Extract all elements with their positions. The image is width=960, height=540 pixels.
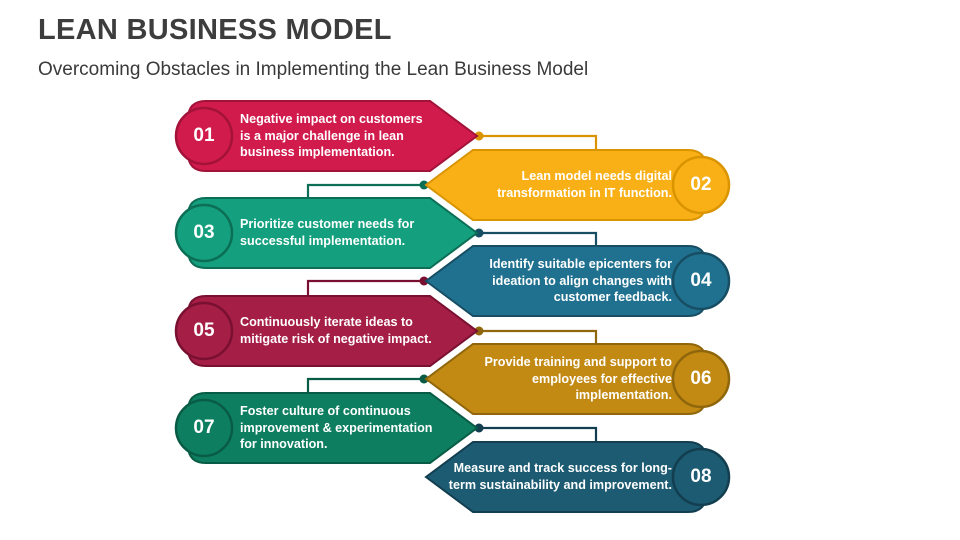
- step-number-08: 08: [690, 466, 712, 487]
- step-circle-03: [174, 203, 234, 263]
- connector-dot-03: [474, 228, 484, 238]
- connector-05-06: [479, 329, 598, 347]
- step-number-01: 01: [193, 125, 215, 146]
- banner-text-01: Negative impact on customers is a major …: [240, 111, 423, 160]
- banner-text-02: Lean model needs digital transformation …: [497, 169, 672, 200]
- connector-dot-06: [419, 374, 429, 384]
- connector-dot-01: [474, 131, 484, 141]
- connector-06-07: [306, 377, 424, 396]
- banner-text-03: Prioritize customer needs for successful…: [240, 217, 415, 248]
- connector-01-02: [479, 134, 598, 153]
- connector-04-05: [306, 279, 424, 299]
- connector-02-03: [306, 183, 424, 201]
- step-circle-01: [174, 106, 234, 166]
- step-circle-02: [671, 155, 731, 215]
- step-number-04: 04: [690, 270, 712, 291]
- banner-text-08: Measure and track success for long- term…: [448, 461, 672, 492]
- step-number-07: 07: [193, 417, 215, 438]
- step-number-06: 06: [690, 368, 712, 389]
- step-circle-08: [671, 447, 731, 507]
- banner-text-05: Continuously iterate ideas to mitigate r…: [240, 315, 432, 346]
- slide-title: LEAN BUSINESS MODEL: [38, 14, 392, 46]
- step-number-02: 02: [690, 174, 712, 195]
- slide-subtitle: Overcoming Obstacles in Implementing the…: [38, 59, 589, 80]
- step-number-05: 05: [193, 320, 215, 341]
- banner-text-07: Foster culture of continuous improvement…: [240, 403, 433, 452]
- connector-dot-04: [419, 276, 429, 286]
- connector-07-08: [479, 426, 598, 445]
- step-number-03: 03: [193, 222, 215, 243]
- connector-03-04: [479, 231, 598, 249]
- step-circle-07: [174, 398, 234, 458]
- connector-dot-07: [474, 423, 484, 433]
- step-circle-04: [671, 251, 731, 311]
- banner-text-06: Provide training and support to employee…: [484, 354, 672, 403]
- step-circle-06: [671, 349, 731, 409]
- connector-dot-02: [419, 180, 429, 190]
- connector-dot-05: [474, 326, 484, 336]
- banner-text-04: Identify suitable epicenters for ideatio…: [489, 256, 672, 305]
- step-circle-05: [174, 301, 234, 361]
